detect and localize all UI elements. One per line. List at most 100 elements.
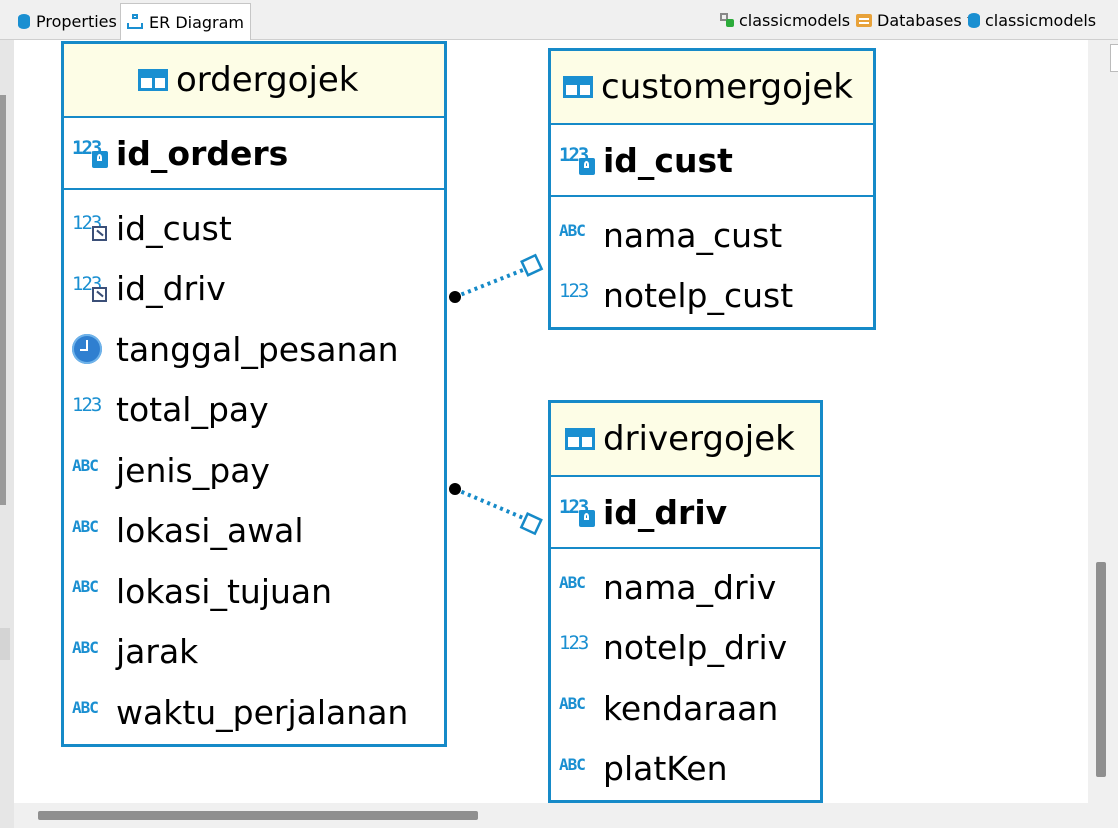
databases-folder-icon <box>856 13 872 27</box>
column-name: platKen <box>603 749 728 789</box>
numeric-key-icon: 123 <box>559 497 597 527</box>
text-type-icon: ABC <box>72 577 99 597</box>
vertical-scrollbar[interactable] <box>1088 40 1118 803</box>
pk-divider <box>551 547 820 549</box>
header-divider <box>551 475 820 477</box>
column-row[interactable]: ABC lokasi_tujuan <box>64 561 444 622</box>
text-type-icon: ABC <box>72 456 99 476</box>
entity-title: drivergojek <box>603 419 795 459</box>
numeric-type-icon: 123 <box>72 393 102 416</box>
column-name: id_driv <box>116 269 226 309</box>
tab-properties[interactable]: Properties <box>12 3 123 39</box>
editor-tab-bar: Properties ER Diagram classicmodels Data… <box>0 0 1118 40</box>
column-row[interactable]: ABC waktu_perjalanan <box>64 682 444 743</box>
primary-key-column[interactable]: 123 id_driv <box>551 477 820 547</box>
column-row[interactable]: ABC jarak <box>64 622 444 683</box>
schema-icon <box>968 12 980 28</box>
header-divider <box>551 123 873 125</box>
column-row[interactable]: 123 id_cust <box>64 198 444 259</box>
relationship-origin-dot <box>449 291 461 303</box>
column-row[interactable]: tanggal_pesanan <box>64 319 444 380</box>
clock-icon <box>72 334 110 365</box>
column-row[interactable]: ABC platKen <box>551 739 820 800</box>
column-list: ABC nama_cust 123 notelp_cust <box>551 197 873 326</box>
numeric-type-icon: 123 <box>559 631 589 654</box>
entity-header[interactable]: ordergojek <box>64 44 444 116</box>
breadcrumb-schema[interactable]: classicmodels <box>968 8 1096 32</box>
scroll-corner-box[interactable] <box>1110 44 1118 72</box>
text-type-icon: ABC <box>72 637 99 657</box>
column-name: id_orders <box>116 133 289 173</box>
column-name: waktu_perjalanan <box>116 692 409 732</box>
numeric-key-icon: 123 <box>559 145 597 175</box>
column-name: jenis_pay <box>116 450 270 490</box>
numeric-foreign-key-icon: 123 <box>72 274 110 304</box>
vertical-scroll-thumb[interactable] <box>1096 562 1106 777</box>
pk-divider <box>551 195 873 197</box>
column-name: jarak <box>116 632 199 672</box>
column-name: notelp_cust <box>603 276 794 316</box>
tab-properties-label: Properties <box>36 11 117 31</box>
connection-icon <box>720 13 734 27</box>
table-icon <box>565 428 595 450</box>
primary-key-column[interactable]: 123 id_orders <box>64 118 444 188</box>
text-type-icon: ABC <box>559 694 586 714</box>
header-divider <box>64 116 444 118</box>
breadcrumb-connection[interactable]: classicmodels <box>720 8 850 32</box>
breadcrumb-schema-label: classicmodels <box>985 10 1097 30</box>
text-type-icon: ABC <box>559 221 586 241</box>
horizontal-scrollbar[interactable] <box>14 803 1118 828</box>
column-name: lokasi_tujuan <box>116 571 333 611</box>
entity-customergojek[interactable]: customergojek 123 id_cust ABC nama_cust … <box>548 48 876 330</box>
column-name: total_pay <box>116 390 269 430</box>
er-diagram-icon <box>127 14 143 30</box>
left-panel-scrollbar[interactable] <box>0 95 6 505</box>
column-row[interactable]: ABC jenis_pay <box>64 440 444 501</box>
column-name: nama_cust <box>603 215 783 255</box>
column-list: 123 id_cust 123 id_driv tanggal_pesanan … <box>64 190 444 743</box>
text-type-icon: ABC <box>72 698 99 718</box>
database-icon <box>18 13 30 29</box>
entity-header[interactable]: customergojek <box>551 51 873 123</box>
column-row[interactable]: ABC nama_cust <box>551 205 873 266</box>
column-name: id_cust <box>116 208 232 248</box>
breadcrumb-databases-label: Databases <box>877 10 962 30</box>
relationship-order-customer[interactable] <box>449 253 544 303</box>
entity-header[interactable]: drivergojek <box>551 403 820 475</box>
table-icon <box>138 69 168 91</box>
text-type-icon: ABC <box>72 516 99 536</box>
column-row[interactable]: 123 id_driv <box>64 259 444 320</box>
column-row[interactable]: ABC kendaraan <box>551 678 820 739</box>
column-row[interactable]: ABC lokasi_awal <box>64 501 444 562</box>
text-type-icon: ABC <box>559 754 586 774</box>
column-name: notelp_driv <box>603 628 788 668</box>
column-row[interactable]: 123 notelp_cust <box>551 266 873 327</box>
breadcrumb-databases[interactable]: Databases <box>856 8 985 32</box>
horizontal-scroll-thumb[interactable] <box>38 811 478 820</box>
relationship-order-driver[interactable] <box>449 483 543 536</box>
tab-er-diagram-label: ER Diagram <box>149 12 245 32</box>
relationship-origin-dot <box>449 483 461 495</box>
column-row[interactable]: 123 notelp_driv <box>551 618 820 679</box>
left-panel-divider <box>0 628 10 660</box>
relationship-end-diamond <box>519 512 543 536</box>
column-list: ABC nama_driv 123 notelp_driv ABC kendar… <box>551 549 820 799</box>
column-name: id_cust <box>603 140 733 180</box>
entity-drivergojek[interactable]: drivergojek 123 id_driv ABC nama_driv 12… <box>548 400 823 803</box>
entity-title: customergojek <box>601 67 853 107</box>
column-row[interactable]: 123 total_pay <box>64 380 444 441</box>
column-name: nama_driv <box>603 567 777 607</box>
entity-ordergojek[interactable]: ordergojek 123 id_orders 123 id_cust 123… <box>61 41 447 747</box>
column-name: tanggal_pesanan <box>116 329 399 369</box>
primary-key-column[interactable]: 123 id_cust <box>551 125 873 195</box>
column-row[interactable]: ABC nama_driv <box>551 557 820 618</box>
numeric-foreign-key-icon: 123 <box>72 213 110 243</box>
breadcrumb-connection-label: classicmodels <box>739 10 851 30</box>
numeric-key-icon: 123 <box>72 138 110 168</box>
entity-title: ordergojek <box>176 60 359 100</box>
tab-er-diagram[interactable]: ER Diagram <box>120 3 252 40</box>
relationship-end-diamond <box>520 253 544 277</box>
column-name: lokasi_awal <box>116 511 304 551</box>
text-type-icon: ABC <box>559 573 586 593</box>
